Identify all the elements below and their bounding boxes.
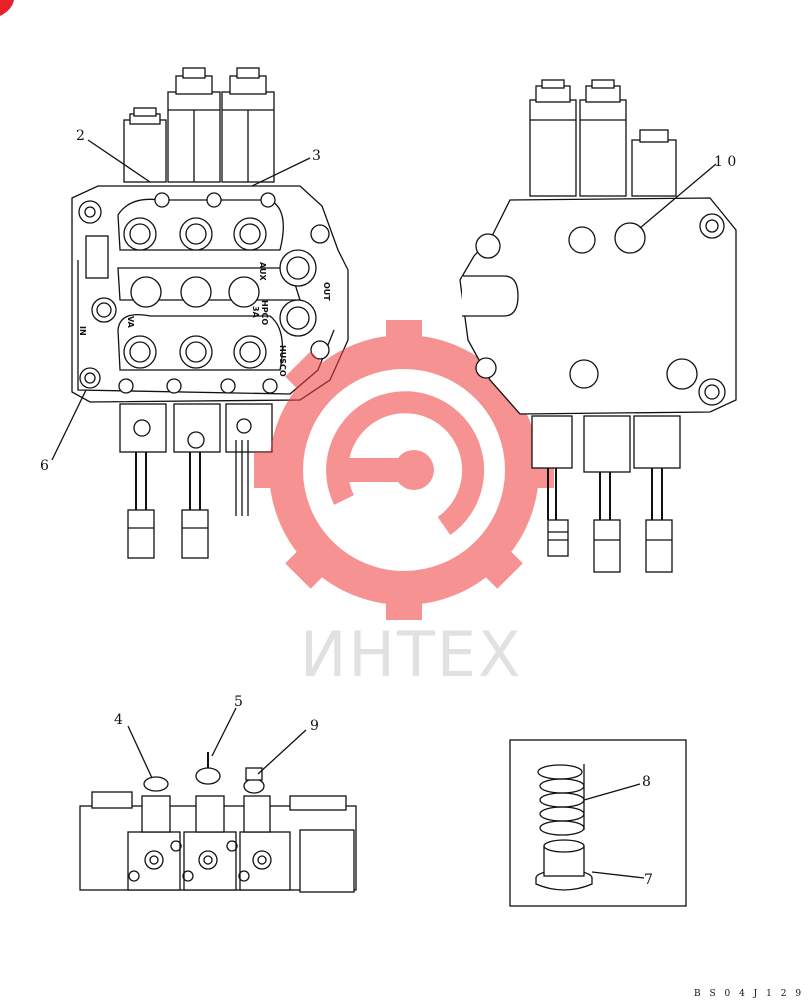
- bottom-actuators-front: [119, 403, 273, 559]
- port-10: [614, 222, 646, 254]
- callout-7: 7: [644, 872, 653, 888]
- port-label-3a: 3A: [251, 306, 260, 319]
- mounting-lug: [462, 275, 519, 317]
- leader-9: [257, 729, 307, 775]
- solenoid-coils-rear: [529, 79, 677, 197]
- callout-3: 3: [312, 148, 321, 164]
- callout-4: 4: [114, 712, 123, 728]
- o-ring-4: [143, 776, 169, 792]
- leader-2: [87, 139, 151, 183]
- leader-10: [639, 163, 717, 229]
- drawing-code: B S 0 4 J 1 2 9: [694, 989, 804, 999]
- callout-10: 1 0: [714, 154, 736, 170]
- leader-4: [127, 725, 153, 779]
- connector-plug-1: [127, 509, 155, 559]
- leader-8: [583, 783, 641, 801]
- callout-6: 6: [40, 458, 49, 474]
- in-port: [91, 297, 117, 323]
- port-label-aux: AUX: [258, 262, 267, 281]
- work-ports-row-1: [123, 192, 276, 251]
- hpco-port: [279, 299, 317, 337]
- aux-port: [279, 249, 317, 287]
- callout-9: 9: [310, 718, 319, 734]
- callout-5: 5: [234, 694, 243, 710]
- port-label-out: OUT: [322, 282, 331, 301]
- watermark-text: ИНТЕХ: [300, 618, 523, 691]
- port-label-va: VA: [126, 316, 135, 329]
- leader-6: [51, 389, 87, 461]
- work-ports-row-3: [118, 335, 278, 394]
- bottom-actuators-rear: [531, 415, 681, 573]
- port-label-husco: HUSCO: [278, 345, 287, 377]
- leader-5: [211, 707, 237, 757]
- port-label-hpco: HPCO: [260, 300, 269, 325]
- callout-8: 8: [642, 774, 651, 790]
- seal-5: [195, 767, 221, 785]
- corner-mark: [0, 0, 14, 16]
- valve-side-view: [79, 752, 357, 893]
- watermark: ИНТЕХ: [254, 320, 554, 691]
- leader-3: [251, 157, 311, 187]
- solenoid-coils-front: [123, 67, 275, 183]
- valve-body-rear: [459, 197, 737, 415]
- valve-rear-view: [459, 79, 737, 573]
- spring-8: [537, 764, 585, 836]
- connector-plug-2: [181, 509, 209, 559]
- leader-7: [591, 871, 645, 879]
- work-ports-row-2: [130, 276, 260, 308]
- callout-2: 2: [76, 128, 85, 144]
- port-label-in: IN: [78, 326, 87, 336]
- valve-front-view: AUX OUT HPCO 3A HUSCO IN VA: [71, 67, 349, 559]
- clip-9: [243, 778, 265, 794]
- spring-detail-box: [509, 739, 687, 907]
- plunger-7: [535, 839, 593, 891]
